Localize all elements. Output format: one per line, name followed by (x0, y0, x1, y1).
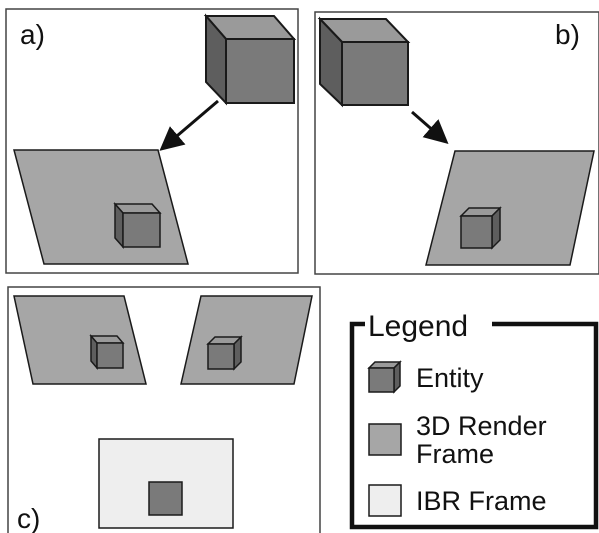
cube-front-face (207, 343, 235, 370)
cube-side-face (491, 206, 501, 250)
cube-side-face (90, 333, 98, 371)
render-frame-right (180, 295, 313, 385)
projection-arrow (411, 110, 449, 144)
ibr-frame-swatch-icon (368, 484, 402, 517)
cube-front-face (368, 367, 395, 393)
render-frame-left (13, 295, 147, 385)
cube-front-face (341, 41, 409, 106)
legend-title: Legend (368, 310, 468, 343)
legend-label-render-frame: 3D Render Frame (416, 411, 554, 469)
panel-b-border (314, 11, 599, 275)
render-frame-swatch-icon (368, 423, 402, 456)
legend-label-entity: Entity (416, 363, 484, 393)
panel-c: c) (7, 286, 321, 533)
panel-b: b) (314, 11, 599, 275)
legend-border (349, 321, 599, 530)
cube-front-face (122, 212, 161, 248)
legend-label-line: 3D Render (416, 411, 547, 441)
cube-front-face (225, 38, 295, 104)
entity-cube-projected (459, 206, 502, 250)
panel-b-label: b) (555, 19, 580, 50)
panel-a: a) (5, 8, 299, 274)
render-frame (425, 150, 595, 266)
panel-c-label: c) (17, 503, 40, 533)
entity-cube-icon (367, 360, 402, 394)
legend: Legend Entity 3D Render Frame IBR Frame (349, 310, 599, 530)
entity-square (148, 481, 183, 516)
entity-cube-projected (113, 202, 162, 249)
panel-a-border (5, 8, 299, 274)
legend-label-ibr-frame: IBR Frame (416, 486, 547, 516)
entity-cube-projected (206, 335, 243, 371)
cube-front-face (96, 342, 124, 369)
panel-a-label: a) (20, 19, 45, 50)
entity-cube-large (203, 13, 297, 106)
render-frame (13, 149, 189, 265)
legend-label-line: Frame (416, 439, 494, 469)
cube-front-face (460, 215, 493, 249)
cube-side-face (393, 360, 401, 394)
entity-cube-large (317, 16, 411, 108)
entity-cube-projected (89, 333, 125, 371)
panel-c-border (7, 286, 321, 533)
projection-arrow (159, 99, 219, 151)
